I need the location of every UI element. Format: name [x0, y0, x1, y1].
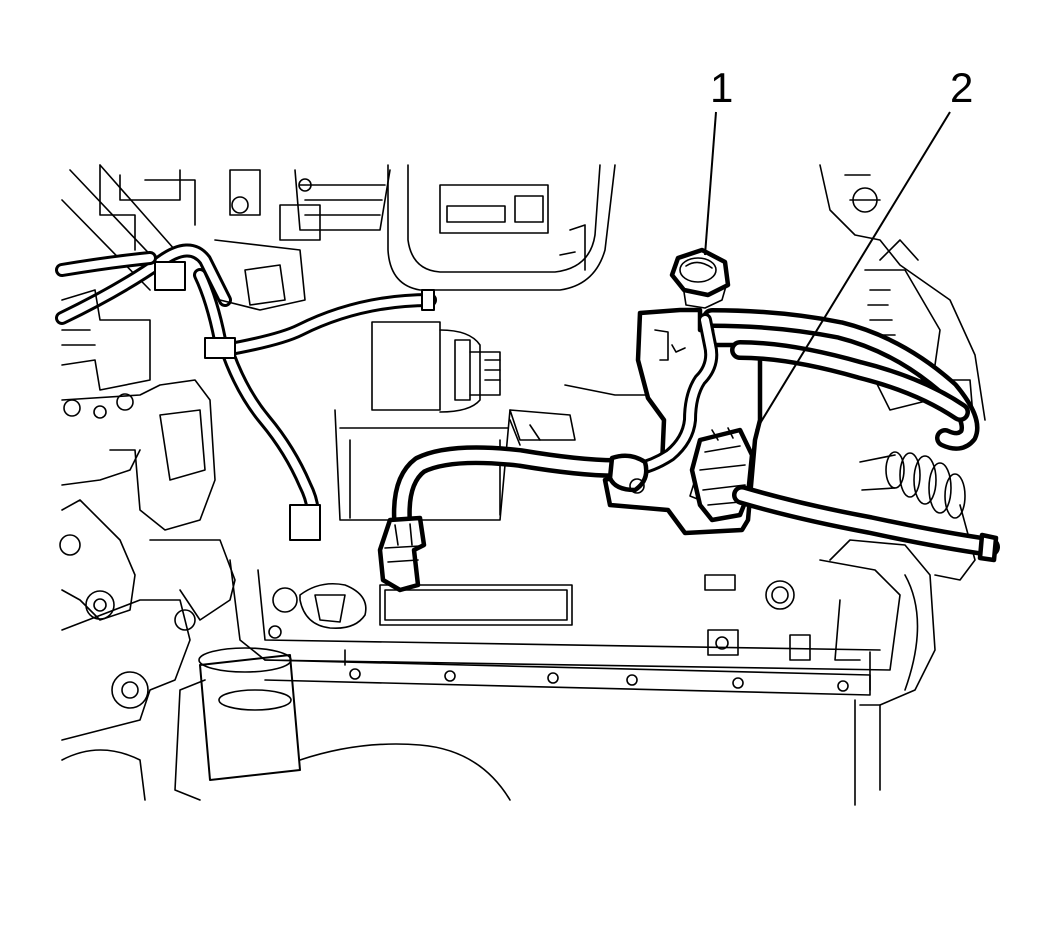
- leader-line-1: [704, 111, 717, 256]
- leader-line-2: [755, 111, 951, 431]
- engine-background-artwork: [55, 164, 986, 806]
- callout-label-1: 1: [710, 64, 733, 111]
- bolt-item-1: [669, 247, 731, 309]
- callout-label-2: 2: [950, 64, 973, 111]
- callout-labels: 1 2: [710, 64, 973, 111]
- highlighted-wiring-harness: [377, 247, 1000, 593]
- axle-boot: [859, 451, 976, 581]
- connector-item-2: [689, 427, 755, 523]
- callout-leaders: [704, 111, 951, 431]
